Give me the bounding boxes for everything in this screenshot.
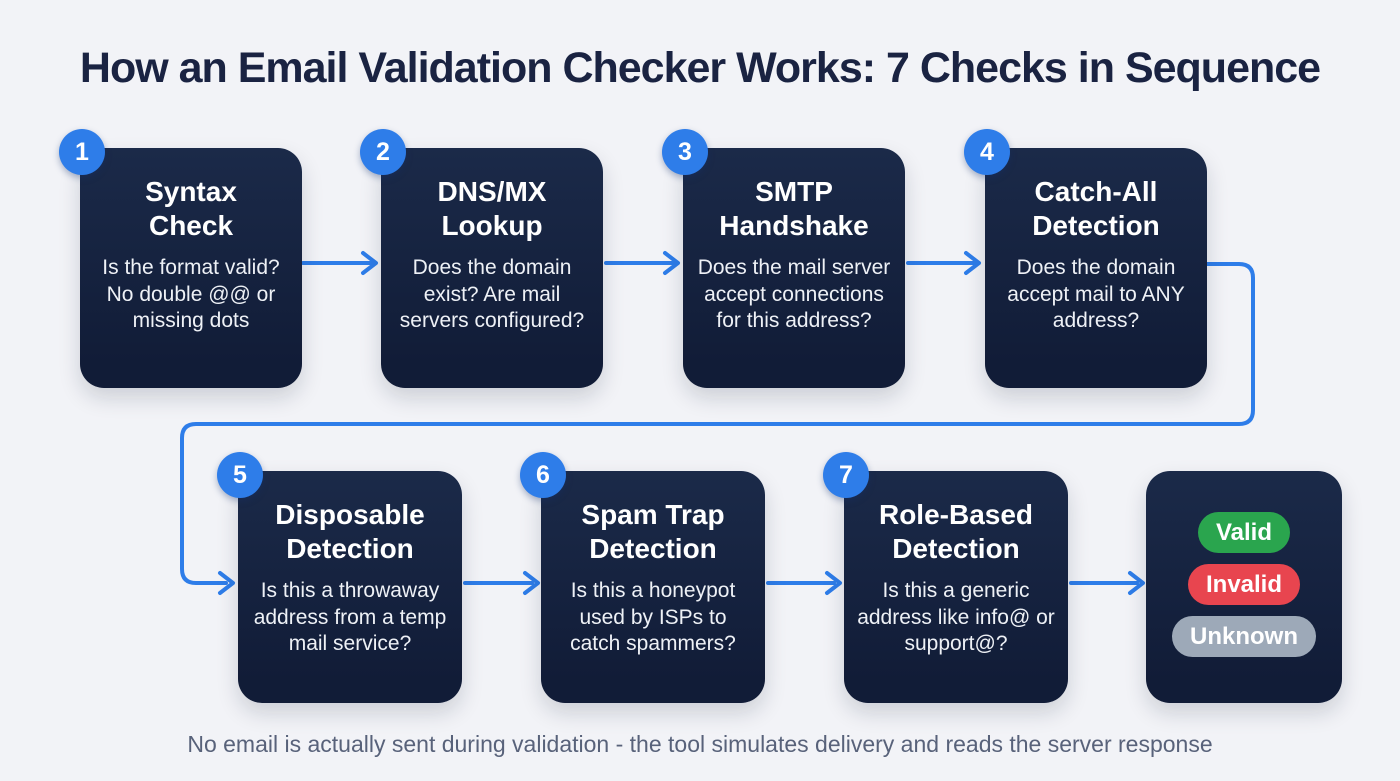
step-card-catch-all-detection: 4 Catch-All Detection Does the domain ac… [964, 129, 1207, 388]
step-number-badge: 5 [217, 452, 263, 498]
flow-arrow-6-7 [766, 571, 842, 595]
flow-arrow-7-result [1069, 571, 1145, 595]
result-pill-unknown: Unknown [1172, 616, 1316, 657]
result-pill-invalid: Invalid [1187, 564, 1301, 605]
step-description: Is this a throwaway address from a temp … [253, 579, 447, 655]
step-title: DNS/MX Lookup [437, 176, 547, 241]
step-card-syntax-check: 1 Syntax Check Is the format valid? No d… [59, 129, 302, 388]
result-pill-valid: Valid [1197, 512, 1291, 553]
step-number-badge: 3 [662, 129, 708, 175]
step-number-badge: 2 [360, 129, 406, 175]
step-card-smtp-handshake: 3 SMTP Handshake Does the mail server ac… [662, 129, 905, 388]
step-card-dns-mx-lookup: 2 DNS/MX Lookup Does the domain exist? A… [360, 129, 603, 388]
step-title: Catch-All Detection [1032, 176, 1160, 241]
step-description: Is this a honeypot used by ISPs to catch… [570, 579, 736, 655]
flow-arrow-5-6 [463, 571, 540, 595]
step-number-badge: 6 [520, 452, 566, 498]
step-number-badge: 1 [59, 129, 105, 175]
step-description: Is this a generic address like info@ or … [857, 579, 1055, 655]
step-title: Disposable Detection [275, 499, 425, 564]
flow-arrow-2-3 [604, 251, 680, 275]
step-number-badge: 4 [964, 129, 1010, 175]
step-title: Syntax Check [145, 176, 237, 241]
step-number-badge: 7 [823, 452, 869, 498]
step-description: Does the mail server accept connections … [697, 256, 891, 332]
flow-arrow-3-4 [906, 251, 981, 275]
step-description: Does the domain accept mail to ANY addre… [1007, 256, 1185, 332]
step-title: Role-Based Detection [878, 499, 1034, 564]
step-card-spam-trap-detection: 6 Spam Trap Detection Is this a honeypot… [520, 452, 765, 703]
result-card: Valid Invalid Unknown [1146, 471, 1342, 703]
step-card-disposable-detection: 5 Disposable Detection Is this a throwaw… [217, 452, 462, 703]
footer-note: No email is actually sent during validat… [187, 731, 1213, 757]
flow-arrow-1-2 [301, 251, 378, 275]
step-card-role-based-detection: 7 Role-Based Detection Is this a generic… [823, 452, 1068, 703]
step-title: SMTP Handshake [719, 176, 869, 241]
step-title: Spam Trap Detection [581, 499, 725, 564]
page-title: How an Email Validation Checker Works: 7… [79, 44, 1321, 92]
step-description: Is the format valid? No double @@ or mis… [102, 256, 280, 332]
step-description: Does the domain exist? Are mail servers … [399, 256, 585, 332]
